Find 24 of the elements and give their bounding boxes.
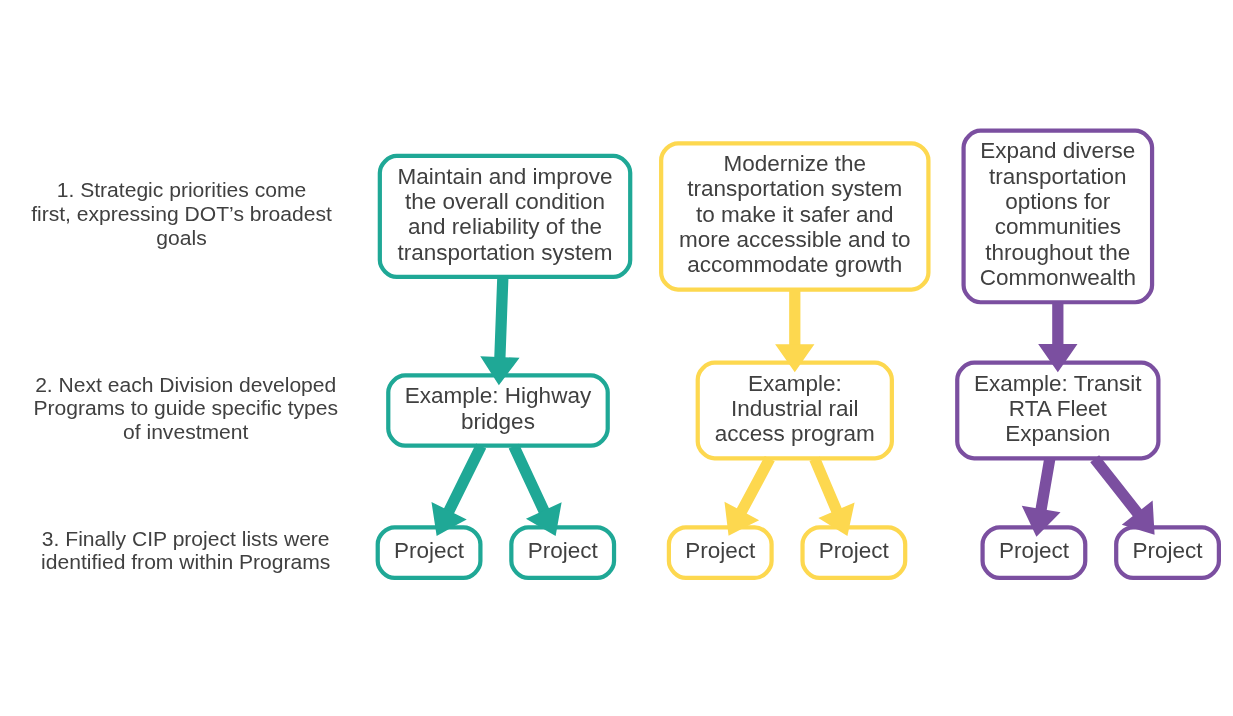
arrow bbox=[480, 276, 520, 385]
arrow bbox=[724, 455, 775, 536]
node-box: Project bbox=[509, 524, 617, 580]
node-box: Maintain and improve the overall condition and reliability of the transportation system bbox=[377, 153, 633, 279]
arrow bbox=[809, 456, 855, 536]
node-box: Modernize the transportation system to make it safer and more accessible and to accommodate growth bbox=[659, 140, 931, 292]
node-box: Project bbox=[1114, 524, 1221, 580]
node-box: Project bbox=[666, 524, 774, 580]
arrow bbox=[1021, 457, 1061, 537]
arrow bbox=[431, 443, 487, 536]
arrow bbox=[1038, 301, 1078, 372]
node-box: Project bbox=[980, 524, 1088, 580]
node-box: Project bbox=[800, 524, 908, 580]
node-box: Project bbox=[375, 524, 483, 580]
node-box: Expand diverse transportation options for communities throughout the Commonwealth bbox=[961, 128, 1155, 304]
node-box: Example: Industrial rail access program bbox=[695, 360, 894, 460]
label: 2. Next each Division developed Programs to guide specific types of investment bbox=[33, 372, 339, 443]
label: 3. Finally CIP project lists were identified from within Programs bbox=[41, 526, 331, 573]
arrow bbox=[1090, 454, 1155, 535]
node-box: Example: Highway bridges bbox=[386, 372, 610, 448]
node-box: Example: Transit RTA Fleet Expansion bbox=[955, 360, 1161, 460]
arrow bbox=[508, 443, 562, 536]
label: 1. Strategic priorities come first, expressing DOT’s broadest goals bbox=[31, 177, 332, 249]
arrow bbox=[775, 289, 815, 372]
